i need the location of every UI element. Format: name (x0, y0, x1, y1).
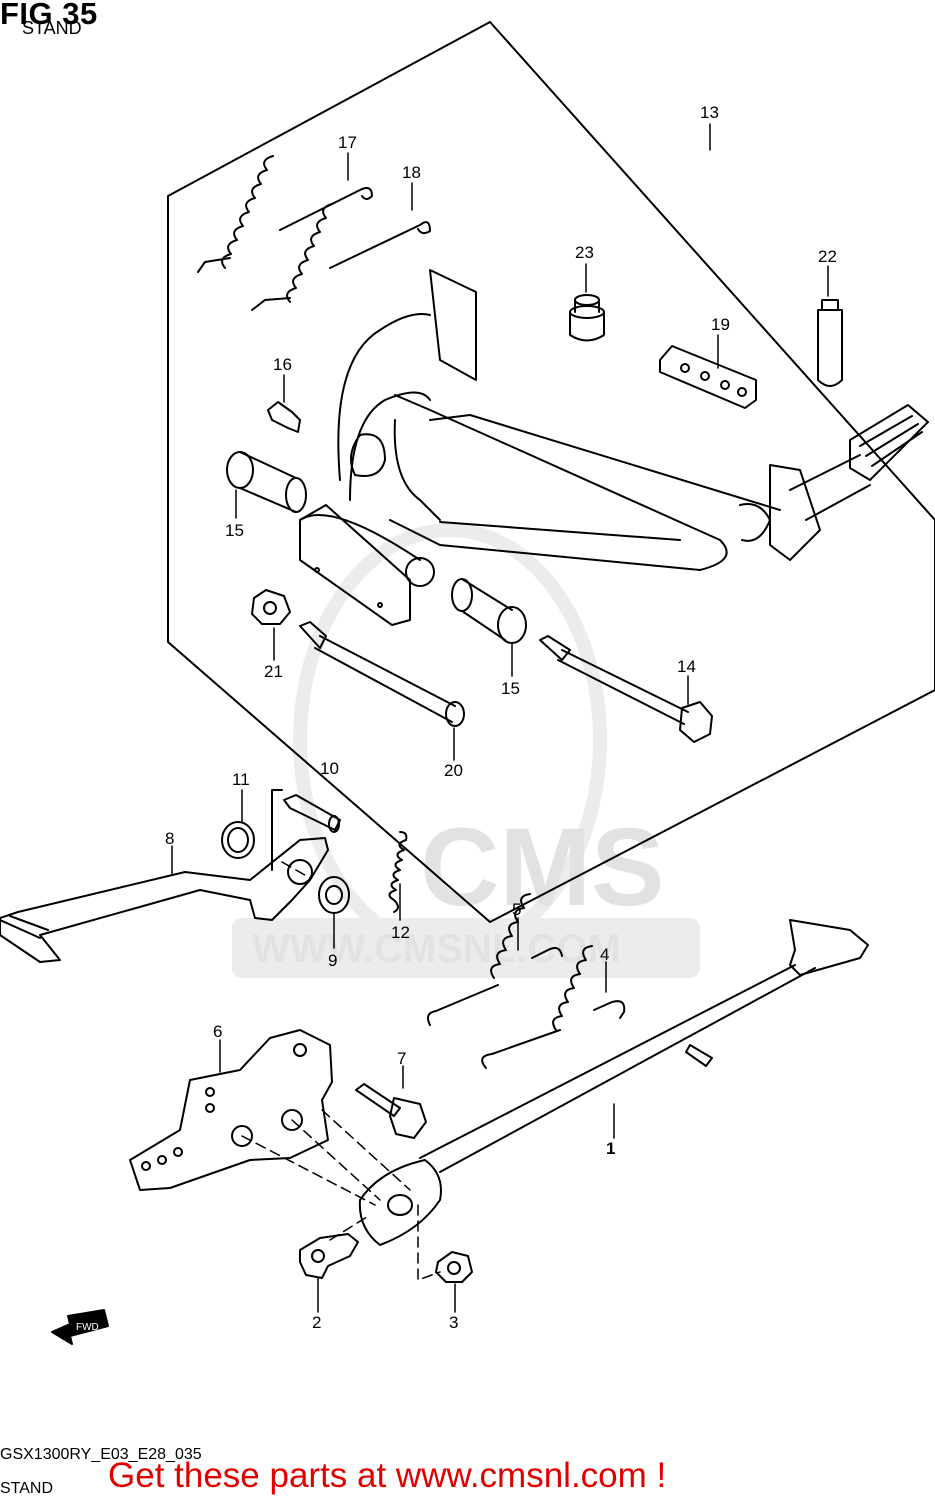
watermark-url: WWW.CMSNL.COM (252, 927, 621, 971)
callout-labels: 1 2 3 4 5 6 7 8 9 10 11 12 13 14 15 15 1… (165, 103, 837, 1332)
callout-19: 19 (711, 315, 730, 334)
part-17-spring (197, 155, 373, 273)
model-code: GSX1300RY_E03_E28_035 (0, 1446, 202, 1463)
part-18-spring (251, 203, 431, 311)
cmsnl-watermark: CMS WWW.CMSNL.COM (232, 523, 700, 978)
part-5-spring (427, 893, 563, 1026)
part-2-bolt (299, 1233, 359, 1279)
callout-13: 13 (700, 103, 719, 122)
callout-3: 3 (449, 1313, 458, 1332)
part-6-bracket (129, 1029, 333, 1191)
watermark-brand: CMS (420, 806, 664, 929)
part-10-pin (271, 789, 341, 871)
part-16-grease-nipple (267, 401, 301, 433)
callout-5: 5 (512, 900, 521, 919)
part-3-nut (435, 1251, 473, 1283)
callout-10: 10 (320, 759, 339, 778)
callout-8: 8 (165, 829, 174, 848)
callout-15-lower: 15 (501, 679, 520, 698)
callout-11: 11 (232, 770, 250, 789)
fwd-label: FWD (76, 1322, 99, 1333)
callout-9: 9 (328, 951, 337, 970)
callout-23: 23 (575, 243, 594, 262)
callout-22: 22 (818, 247, 837, 266)
callout-14: 14 (677, 657, 696, 676)
figure-title: FIG 35 (0, 0, 98, 31)
part-9-washer (318, 876, 350, 914)
callout-21: 21 (264, 662, 283, 681)
callout-17: 17 (338, 133, 357, 152)
part-23-cap (569, 294, 605, 342)
callout-15-upper: 15 (225, 521, 244, 540)
part-21-nut (251, 589, 291, 625)
assembly-13-frame (167, 21, 935, 923)
callout-4: 4 (600, 945, 609, 964)
leader-lines (171, 123, 829, 1313)
part-15-bushing-lower (451, 578, 527, 644)
part-7-bolt (355, 1083, 427, 1139)
callout-1: 1 (606, 1139, 615, 1158)
part-8-lever (0, 837, 329, 963)
part-12-spring (388, 831, 408, 913)
assembly-lines (241, 861, 441, 1281)
part-20-shaft (299, 621, 465, 727)
figure-subtitle: STAND (22, 18, 82, 38)
part-11-circlip (221, 821, 255, 859)
part-19-pad (659, 345, 757, 409)
callout-6: 6 (213, 1022, 222, 1041)
footer-caption: STAND (0, 1480, 54, 1497)
part-4-spring (481, 945, 626, 1069)
fwd-direction-marker: FWD (51, 1309, 109, 1345)
promo-link[interactable]: Get these parts at www.cmsnl.com ! (108, 1456, 667, 1495)
callout-18: 18 (402, 163, 421, 182)
callout-2: 2 (312, 1313, 321, 1332)
part-15-bushing-upper (226, 451, 307, 513)
part-1-side-stand (358, 919, 869, 1246)
part-22-pin (817, 299, 843, 387)
callout-12: 12 (391, 923, 410, 942)
center-stand-body (299, 269, 929, 626)
part-14-bolt (539, 635, 713, 743)
callout-20: 20 (444, 761, 463, 780)
callout-16: 16 (273, 355, 292, 374)
callout-7: 7 (397, 1049, 406, 1068)
